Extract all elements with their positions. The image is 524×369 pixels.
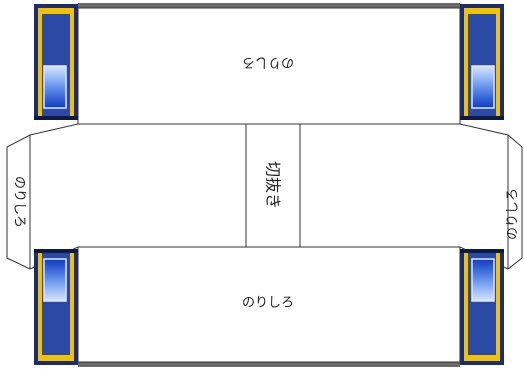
car-end-bottom-right	[460, 249, 504, 365]
bottom-flap-label: のりしろ	[242, 296, 294, 311]
car-end-top-left	[34, 4, 78, 120]
top-flap-label: のりしろ	[242, 55, 294, 70]
top-flap	[77, 7, 461, 125]
bottom-edge-bar	[78, 362, 460, 367]
center-cutout-label: 切抜き	[264, 161, 283, 209]
top-edge-bar	[78, 3, 460, 8]
car-end-top-right	[460, 4, 504, 120]
bottom-flap	[77, 246, 461, 363]
car-end-bottom-left	[34, 249, 78, 365]
center-cutout	[245, 123, 301, 248]
right-end-label: のりしろ	[506, 188, 521, 240]
left-end-label: のりしろ	[12, 176, 27, 228]
